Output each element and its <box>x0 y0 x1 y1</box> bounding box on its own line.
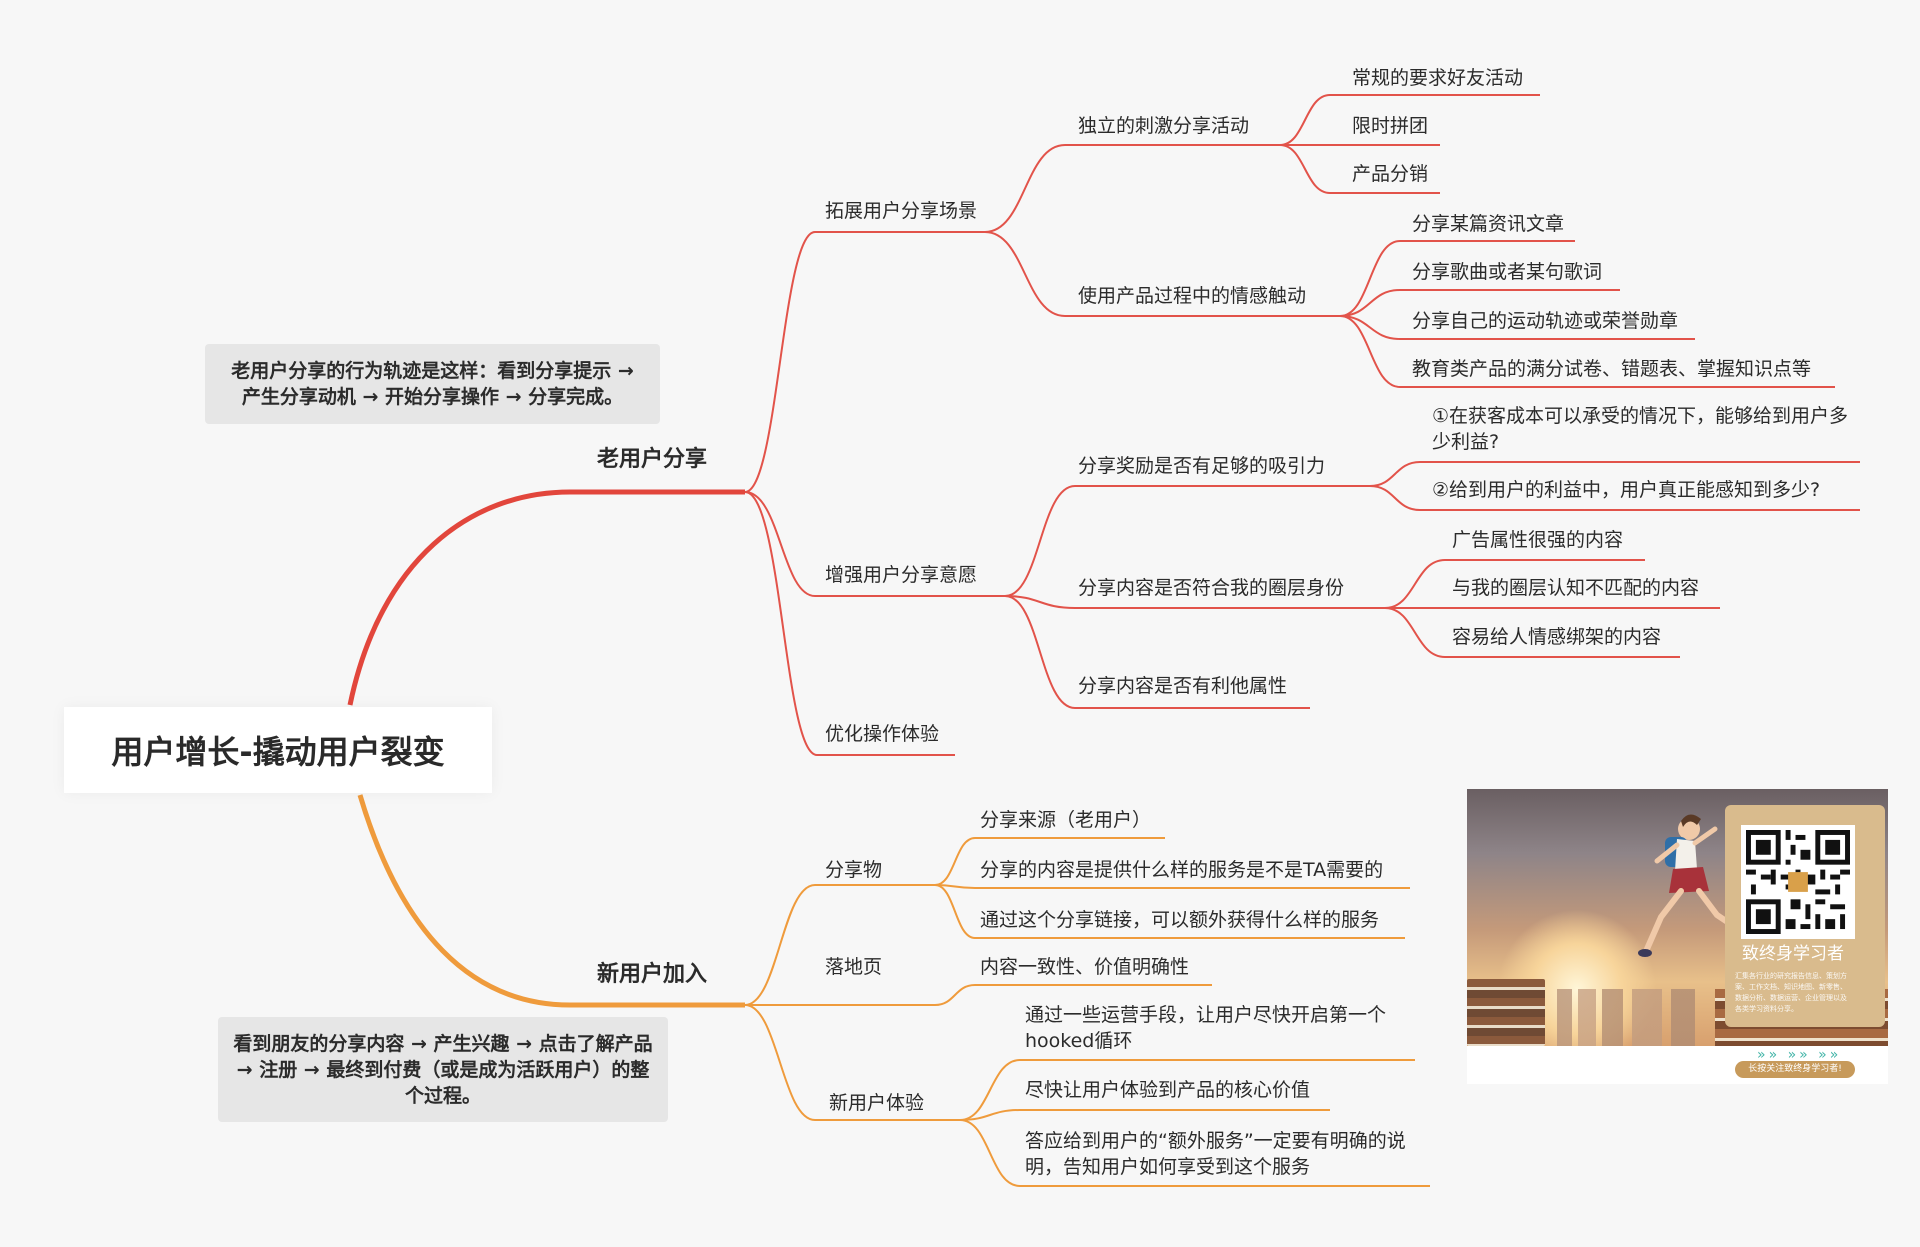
node-emotion-trigger[interactable]: 使用产品过程中的情感触动 <box>1078 285 1307 307</box>
node-independent-activity[interactable]: 独立的刺激分享活动 <box>1078 115 1250 137</box>
jumping-girl-illustration <box>1638 814 1745 957</box>
edge-experience-1 <box>959 1059 1415 1121</box>
edge-experience-2 <box>959 1109 1330 1121</box>
edge-reward-1 <box>1369 461 1860 487</box>
old-user-note: 老用户分享的行为轨迹是这样：看到分享提示 → 产生分享动机 → 开始分享操作 →… <box>205 344 660 424</box>
edge-emotion-4 <box>1339 315 1835 388</box>
edge-shared-3 <box>934 884 1405 939</box>
node-new-user[interactable]: 新用户加入 <box>597 962 708 987</box>
leaf-independent-3[interactable]: 产品分销 <box>1352 163 1429 185</box>
promo-body: 汇集各行业的研究报告信息、策划方案、工作文档、知识地图、新零售、数据分析、数据运… <box>1735 972 1847 1013</box>
leaf-emotion-4[interactable]: 教育类产品的满分试卷、错题表、掌握知识点等 <box>1412 358 1812 380</box>
leaf-emotion-1[interactable]: 分享某篇资讯文章 <box>1412 213 1565 235</box>
leaf-experience-1[interactable]: 通过一些运营手段，让用户尽快开启第一个hooked循环 <box>1025 1004 1387 1052</box>
leaf-identity-1[interactable]: 广告属性很强的内容 <box>1452 529 1624 551</box>
edge-emotion-3 <box>1339 315 1695 340</box>
node-old-user[interactable]: 老用户分享 <box>597 447 708 472</box>
node-reward-attraction[interactable]: 分享奖励是否有足够的吸引力 <box>1078 455 1326 477</box>
leaf-independent-2[interactable]: 限时拼团 <box>1352 115 1429 137</box>
edge-identity-3 <box>1384 607 1680 658</box>
edge-enhance-reward <box>1004 485 1370 597</box>
city-skyline <box>1557 989 1707 1046</box>
leaf-emotion-2[interactable]: 分享歌曲或者某句歌词 <box>1412 261 1603 283</box>
leaf-shared-1[interactable]: 分享来源（老用户） <box>980 809 1152 831</box>
edge-enhance-identity <box>1004 595 1385 609</box>
double-arrow-icons: »» »» »» <box>1757 1047 1842 1063</box>
edge-enhance-altruism <box>1004 595 1310 709</box>
root-label: 用户增长-撬动用户裂变 <box>111 733 445 771</box>
node-enhance-willingness[interactable]: 增强用户分享意愿 <box>825 564 978 586</box>
leaf-experience-2[interactable]: 尽快让用户体验到产品的核心价值 <box>1025 1079 1311 1101</box>
leaf-identity-3[interactable]: 容易给人情感绑架的内容 <box>1452 626 1662 648</box>
node-landing-page[interactable]: 落地页 <box>825 956 883 978</box>
edge-root-old <box>347 489 745 706</box>
qr-code-icon[interactable] <box>1741 825 1855 939</box>
book-stack-left <box>1467 979 1545 1046</box>
edge-new-shared <box>744 884 935 1006</box>
edge-expand-independent <box>984 144 1280 233</box>
promo-card[interactable]: 致终身学习者 汇集各行业的研究报告信息、策划方案、工作文档、知识地图、新零售、数… <box>1467 789 1888 1084</box>
promo-cta-button[interactable]: 长按关注致终身学习者! <box>1735 1061 1855 1078</box>
edge-emotion-2 <box>1339 289 1620 317</box>
leaf-reward-1[interactable]: ①在获客成本可以承受的情况下，能够给到用户多少利益? <box>1432 405 1849 453</box>
root-node[interactable]: 用户增长-撬动用户裂变 <box>64 707 492 793</box>
leaf-emotion-3[interactable]: 分享自己的运动轨迹或荣誉勋章 <box>1412 310 1679 332</box>
edge-old-expand <box>744 231 985 493</box>
edge-independent-3 <box>1279 144 1440 194</box>
edge-new-experience <box>744 1004 960 1121</box>
edge-reward-2 <box>1369 485 1860 511</box>
leaf-landing-1[interactable]: 内容一致性、价值明确性 <box>980 956 1190 978</box>
node-optimize-experience[interactable]: 优化操作体验 <box>825 723 940 745</box>
node-shared-item[interactable]: 分享物 <box>825 859 883 881</box>
node-identity-fit[interactable]: 分享内容是否符合我的圈层身份 <box>1078 577 1345 599</box>
edge-expand-emotion <box>984 231 1340 317</box>
leaf-shared-2[interactable]: 分享的内容是提供什么样的服务是不是TA需要的 <box>980 859 1384 881</box>
edge-shared-1 <box>934 837 1165 886</box>
new-user-note: 看到朋友的分享内容 → 产生兴趣 → 点击了解产品 → 注册 → 最终到付费（或… <box>218 1017 668 1122</box>
leaf-identity-2[interactable]: 与我的圈层认知不匹配的内容 <box>1452 577 1700 599</box>
edge-identity-1 <box>1384 559 1645 609</box>
leaf-experience-3[interactable]: 答应给到用户的“额外服务”一定要有明确的说明，告知用户如何享受到这个服务 <box>1025 1130 1406 1178</box>
leaf-independent-1[interactable]: 常规的要求好友活动 <box>1352 67 1524 89</box>
edge-old-optimize <box>744 491 955 756</box>
promo-title: 致终身学习者 <box>1742 944 1844 964</box>
edge-shared-2 <box>934 884 1410 889</box>
edge-root-new <box>357 794 745 1008</box>
edge-old-enhance <box>744 491 1005 597</box>
qr-card: 致终身学习者 汇集各行业的研究报告信息、策划方案、工作文档、知识地图、新零售、数… <box>1725 805 1885 1027</box>
edge-emotion-1 <box>1339 240 1575 317</box>
promo-photo: 致终身学习者 汇集各行业的研究报告信息、策划方案、工作文档、知识地图、新零售、数… <box>1467 789 1888 1069</box>
node-altruism[interactable]: 分享内容是否有利他属性 <box>1078 675 1288 697</box>
edge-landing-1 <box>934 984 1212 1006</box>
node-expand-scenes[interactable]: 拓展用户分享场景 <box>825 200 978 222</box>
leaf-shared-3[interactable]: 通过这个分享链接，可以额外获得什么样的服务 <box>980 909 1380 931</box>
edge-experience-3 <box>959 1119 1430 1187</box>
leaf-reward-2[interactable]: ②给到用户的利益中，用户真正能感知到多少? <box>1432 479 1821 501</box>
node-new-user-experience[interactable]: 新用户体验 <box>829 1092 925 1114</box>
edge-independent-1 <box>1279 94 1540 146</box>
